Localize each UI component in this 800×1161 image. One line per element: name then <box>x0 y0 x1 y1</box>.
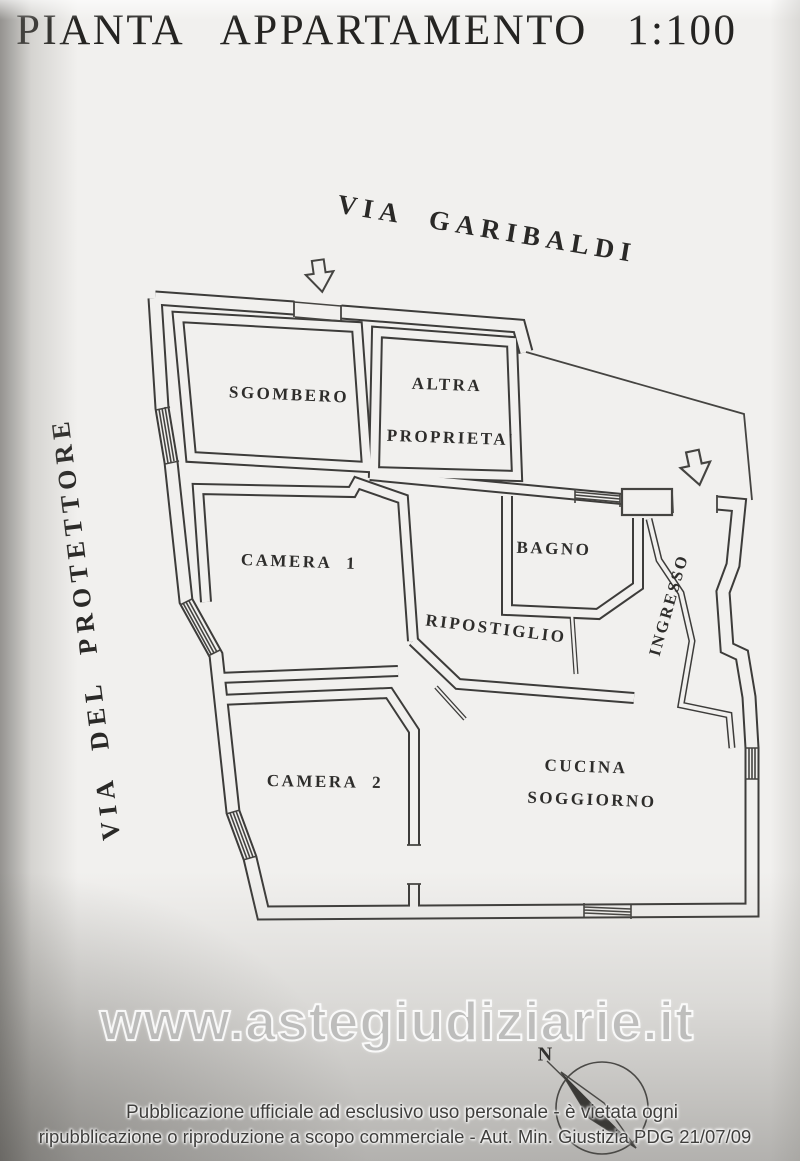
entrance-arrow-icon-right <box>678 448 712 487</box>
window-hatches <box>155 406 759 919</box>
footer-line-2: ripubblicazione o riproduzione a scopo c… <box>38 1126 752 1147</box>
footer-line-1: Pubblicazione ufficiale ad esclusivo uso… <box>125 1102 679 1123</box>
wall-pier <box>620 487 674 517</box>
compass-north-label: N <box>537 1043 553 1066</box>
entrance-arrow-icon-top <box>303 258 336 294</box>
watermark: www.astegiudiziarie.it <box>99 989 695 1053</box>
